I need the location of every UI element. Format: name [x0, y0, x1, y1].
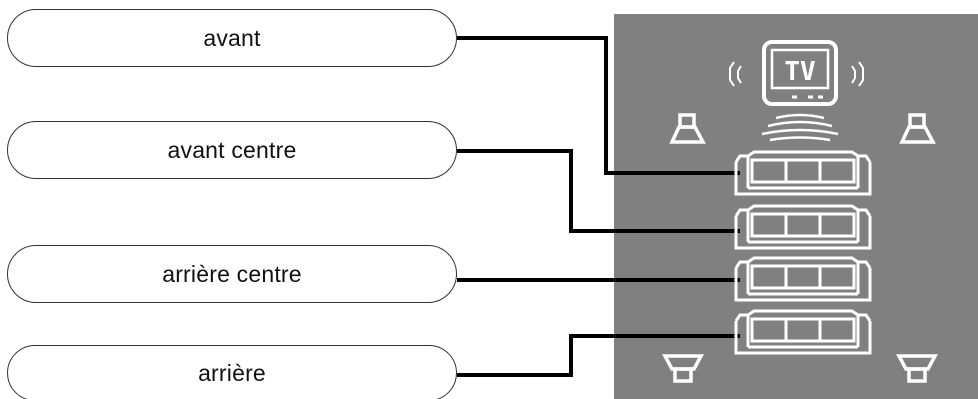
front-left-speaker-icon — [669, 113, 706, 144]
sound-wave-left-icon — [729, 61, 742, 87]
label-front-center[interactable]: avant centre — [7, 121, 457, 179]
rear-left-speaker-icon — [662, 354, 704, 383]
label-rear-center[interactable]: arrière centre — [7, 245, 457, 303]
sofa-rear-center-icon — [734, 256, 872, 302]
tv-label: TV — [784, 57, 815, 87]
connector-rear — [457, 334, 740, 377]
label-rear[interactable]: arrière — [7, 345, 457, 399]
subwoofer-icon — [761, 113, 839, 142]
connector-front — [457, 36, 740, 175]
sofa-front-icon — [734, 150, 872, 196]
connector-lines — [457, 36, 740, 377]
connector-front-center — [457, 149, 740, 233]
sofa-rear-icon — [734, 309, 872, 355]
sofa-front-center-icon — [734, 204, 872, 250]
rear-right-speaker-icon — [896, 354, 938, 383]
label-front[interactable]: avant — [7, 9, 457, 67]
front-right-speaker-icon — [899, 113, 936, 144]
sound-wave-right-icon — [851, 61, 864, 87]
tv-icon: TV — [762, 40, 838, 106]
